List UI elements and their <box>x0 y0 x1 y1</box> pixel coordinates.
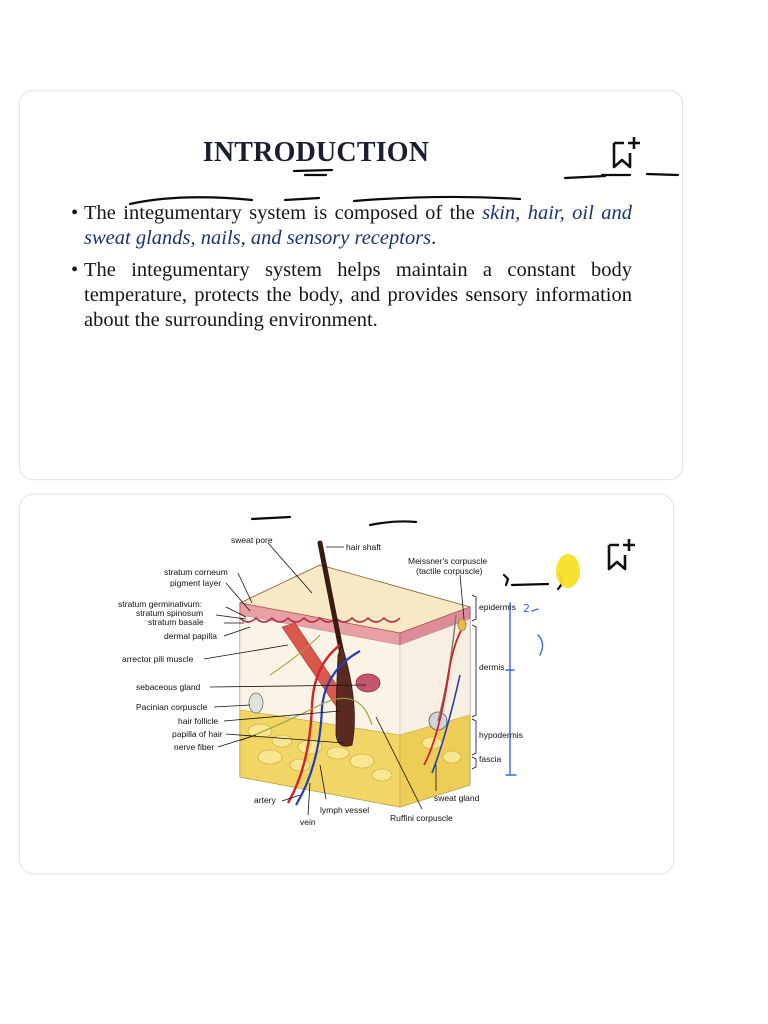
label-arrector-pili-muscle: arrector pili muscle <box>122 654 194 664</box>
bullet-text: The integumentary system helps maintain … <box>84 259 632 331</box>
label-artery: artery <box>254 795 276 805</box>
pen-annotations: 2 <box>502 554 580 776</box>
bookmark-add-icon[interactable] <box>605 537 635 573</box>
bullet-item: The integumentary system is composed of … <box>71 201 632 251</box>
bookmark-add-icon[interactable] <box>610 135 640 171</box>
label-fascia: fascia <box>479 754 501 764</box>
label-hair-shaft: hair shaft <box>346 542 382 552</box>
label-hypodermis: hypodermis <box>479 730 523 740</box>
label-stratum-germinativum: stratum germinativum: <box>118 599 202 609</box>
bullet-item: The integumentary system helps maintain … <box>71 258 632 333</box>
label-pigment-layer: pigment layer <box>170 578 221 588</box>
label-hair-follicle: hair follicle <box>178 716 218 726</box>
slide-skin-diagram: sweat pore stratum corneum pigment layer… <box>19 494 674 874</box>
label-tactile-corpuscle: (tactile corpuscle) <box>416 566 483 576</box>
bullet-emphasis: skin, hair, oil and sweat glands, nails,… <box>84 202 632 249</box>
highlight-mark <box>556 554 580 588</box>
annotation-number: 2 <box>523 602 530 615</box>
label-meissners-corpuscle: Meissner's corpuscle <box>408 556 487 566</box>
bullet-list: The integumentary system is composed of … <box>71 201 632 340</box>
label-stratum-spinosum: stratum spinosum <box>136 608 203 618</box>
slide-title: INTRODUCTION <box>202 137 430 168</box>
label-dermis: dermis <box>479 662 505 672</box>
label-dermal-papilla: dermal papilla <box>164 631 217 641</box>
label-nerve-fiber: nerve fiber <box>174 742 214 752</box>
bullet-text: The integumentary system is composed of … <box>84 202 483 224</box>
label-pacinian-corpuscle: Pacinian corpuscle <box>136 702 208 712</box>
label-epidermis: epidermis <box>479 602 516 612</box>
label-sebaceous-gland: sebaceous gland <box>136 682 201 692</box>
skin-cross-section-diagram: sweat pore stratum corneum pigment layer… <box>118 515 580 827</box>
label-vein: vein <box>300 817 316 827</box>
label-sweat-pore: sweat pore <box>231 535 273 545</box>
slide-introduction: INTRODUCTION The integumentary system is… <box>19 90 683 480</box>
label-sweat-gland: sweat gland <box>434 793 480 803</box>
label-stratum-corneum: stratum corneum <box>164 567 228 577</box>
label-stratum-basale: stratum basale <box>148 617 204 627</box>
label-papilla-of-hair: papilla of hair <box>172 729 223 739</box>
label-ruffini-corpuscle: Ruffini corpuscle <box>390 813 453 823</box>
bullet-text-end: . <box>431 227 437 249</box>
label-lymph-vessel: lymph vessel <box>320 805 369 815</box>
